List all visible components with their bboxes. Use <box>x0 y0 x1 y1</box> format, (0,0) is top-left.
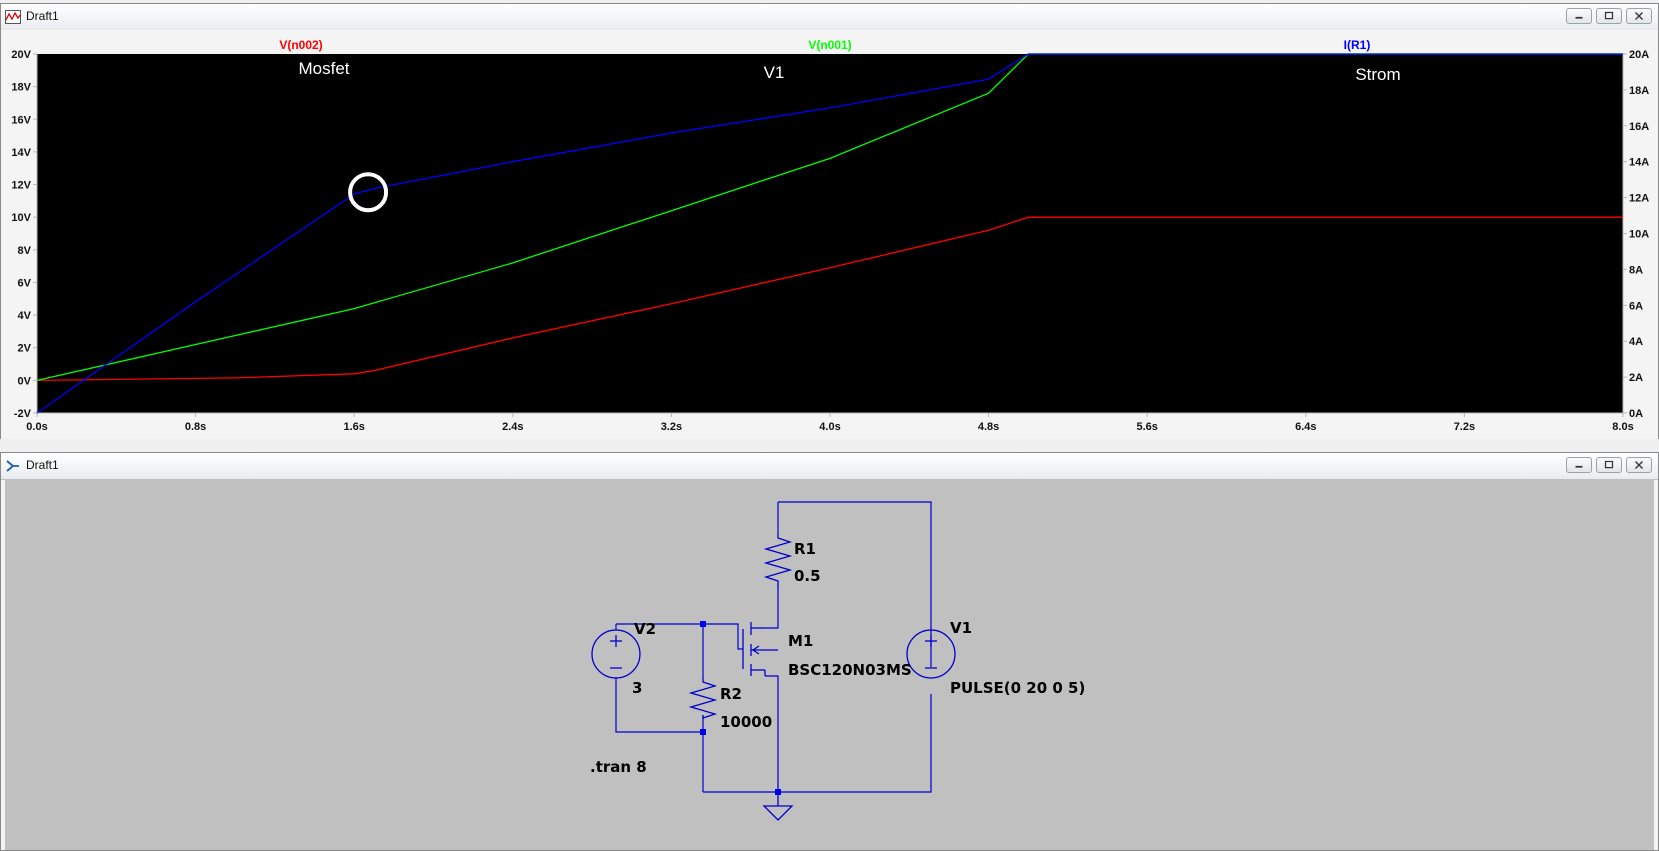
m1-name[interactable]: M1 <box>788 632 813 650</box>
y-right-tick-label: 6A <box>1629 300 1643 312</box>
y-left-tick-label: 14V <box>11 147 31 159</box>
tran-directive[interactable]: .tran 8 <box>590 758 647 776</box>
y-right-tick-label: 8A <box>1629 264 1643 276</box>
v2-value[interactable]: 3 <box>632 679 642 697</box>
wire-v2-bottom[interactable] <box>615 677 703 733</box>
waveform-titlebar[interactable]: Draft1 <box>1 4 1658 31</box>
junction-r2 <box>700 729 706 735</box>
r1-name[interactable]: R1 <box>794 540 816 558</box>
trace-label-ir1[interactable]: I(R1) <box>1344 38 1371 52</box>
y-right-tick-label: 4A <box>1629 336 1643 348</box>
r1-value[interactable]: 0.5 <box>794 567 821 585</box>
close-icon <box>1635 12 1643 20</box>
y-right-tick-label: 20A <box>1629 49 1649 61</box>
y-left-tick-label: 12V <box>11 180 31 192</box>
x-tick-label: 1.6s <box>343 421 364 433</box>
x-tick-label: 8.0s <box>1612 421 1633 433</box>
waveform-plot[interactable]: 0.0s 0.8s 1.6s 2.4s 3.2s 4.0s 4.8s 5.6s 6.4s 7.2s… <box>1 30 1658 439</box>
v1-name[interactable]: V1 <box>950 619 972 637</box>
v2-name[interactable]: V2 <box>634 620 656 638</box>
schematic-canvas[interactable]: R1 0.5 V2 3 M1 BSC120N03MS R2 10000 V1 P… <box>5 479 1654 850</box>
x-tick-label: 4.8s <box>978 421 999 433</box>
x-tick-label: 4.0s <box>819 421 840 433</box>
waveform-icon <box>5 10 21 24</box>
minimize-button[interactable] <box>1566 457 1592 473</box>
y-right-tick-label: 2A <box>1629 372 1643 384</box>
y-left-tick-label: 16V <box>11 114 31 126</box>
minimize-button[interactable] <box>1566 8 1592 24</box>
annotation-strom: Strom <box>1355 65 1400 84</box>
y-left-tick-label: 18V <box>11 82 31 94</box>
y-right-tick-label: 0A <box>1629 408 1643 420</box>
annotation-mosfet: Mosfet <box>298 59 349 78</box>
y-left-tick-label: 8V <box>18 245 32 257</box>
highlight-marker <box>348 172 389 213</box>
x-tick-label: 0.0s <box>26 421 47 433</box>
y-right-tick-label: 10A <box>1629 229 1649 241</box>
r2-name[interactable]: R2 <box>720 685 742 703</box>
x-tick-label: 0.8s <box>185 421 206 433</box>
x-tick-label: 3.2s <box>661 421 682 433</box>
trace-vn001[interactable] <box>36 53 1623 382</box>
y-right-tick-label: 14A <box>1629 157 1649 169</box>
wire-gate-node[interactable] <box>703 623 743 650</box>
waveform-window[interactable]: Draft1 0.0s 0.8s 1.6s 2.4s 3.2s 4.0s 4.8s 5.6s 6… <box>0 3 1659 439</box>
trace-label-vn002[interactable]: V(n002) <box>279 38 322 52</box>
wire-r1-drain[interactable] <box>765 589 779 629</box>
schematic-background[interactable] <box>5 479 1654 850</box>
x-tick-label: 7.2s <box>1454 421 1475 433</box>
minimize-icon <box>1575 465 1583 468</box>
schematic-window-title: Draft1 <box>26 458 59 472</box>
restore-icon <box>1604 460 1614 469</box>
v1-value[interactable]: PULSE(0 20 0 5) <box>950 679 1085 697</box>
schematic-icon <box>6 460 19 472</box>
maximize-button[interactable] <box>1596 457 1622 473</box>
trace-ir1[interactable] <box>36 53 1623 414</box>
x-tick-label: 5.6s <box>1136 421 1157 433</box>
plot-area[interactable] <box>37 54 1623 413</box>
y-left-tick-label: 10V <box>11 212 31 224</box>
mosfet-m1-symbol[interactable] <box>742 622 778 676</box>
y-left-tick-label: -2V <box>14 408 32 420</box>
annotation-v1: V1 <box>764 63 785 82</box>
junction-ground <box>775 789 781 795</box>
wire-source[interactable] <box>765 675 779 792</box>
y-right-tick-label: 12A <box>1629 193 1649 205</box>
schematic-titlebar[interactable]: Draft1 <box>1 453 1658 480</box>
restore-icon <box>1604 11 1614 20</box>
r2-value[interactable]: 10000 <box>720 713 772 731</box>
y-left-tick-label: 20V <box>11 49 31 61</box>
wire-top[interactable] <box>778 501 932 667</box>
y-left-tick-label: 0V <box>18 375 32 387</box>
wires <box>615 501 932 793</box>
junctions <box>700 621 781 795</box>
voltage-source-v1-symbol[interactable] <box>906 629 956 679</box>
voltage-source-v2-symbol[interactable] <box>591 629 641 679</box>
y-left-tick-label: 6V <box>18 277 32 289</box>
resistor-r2-symbol[interactable] <box>688 679 718 719</box>
x-tick-label: 6.4s <box>1295 421 1316 433</box>
y-left-tick-label: 4V <box>18 310 32 322</box>
waveform-window-title: Draft1 <box>26 9 59 23</box>
close-button[interactable] <box>1626 8 1652 24</box>
close-button[interactable] <box>1626 457 1652 473</box>
axis-ticks: 0.0s 0.8s 1.6s 2.4s 3.2s 4.0s 4.8s 5.6s 6.4s 7.2s… <box>11 49 1649 433</box>
maximize-button[interactable] <box>1596 8 1622 24</box>
x-tick-label: 2.4s <box>502 421 523 433</box>
trace-label-vn001[interactable]: V(n001) <box>808 38 851 52</box>
close-icon <box>1635 461 1643 469</box>
y-left-tick-label: 2V <box>18 343 32 355</box>
y-right-tick-label: 18A <box>1629 85 1649 97</box>
trace-vn002[interactable] <box>36 216 1623 382</box>
m1-model[interactable]: BSC120N03MS <box>788 661 912 679</box>
junction-gate <box>700 621 706 627</box>
plot-traces <box>36 53 1623 414</box>
schematic-window[interactable]: Draft1 <box>0 452 1659 851</box>
resistor-r1-symbol[interactable] <box>763 535 793 589</box>
minimize-icon <box>1575 16 1583 19</box>
y-right-tick-label: 16A <box>1629 121 1649 133</box>
